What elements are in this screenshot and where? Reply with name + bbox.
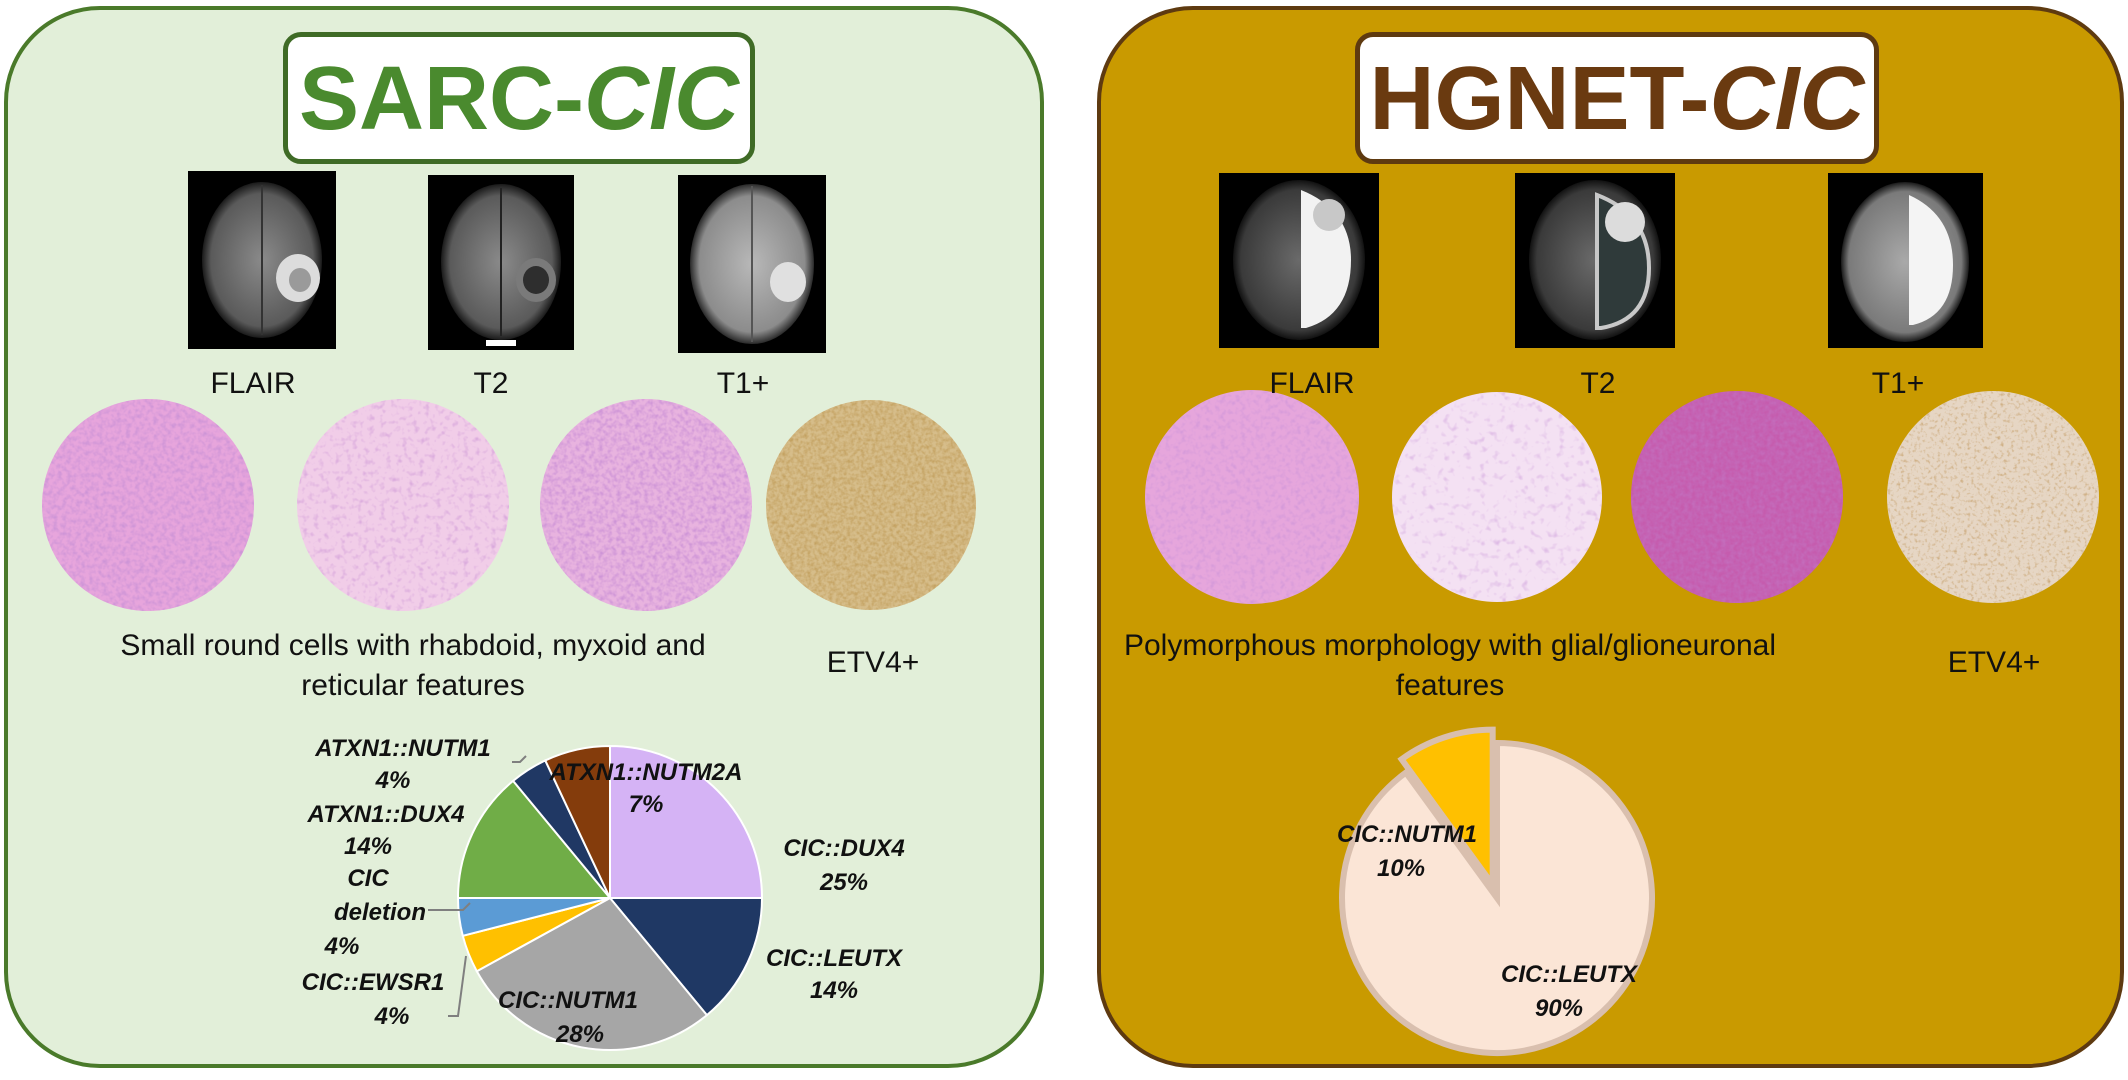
label-cic-leutx-name: CIC::LEUTX [1501,961,1639,988]
label-cic-ewsr1-value: 4% [374,1003,410,1030]
label-cic-leutx-value: 14% [810,977,858,1004]
label-atxn1-dux4-value: 14% [344,833,392,860]
hgnet-cic-title: HGNET-CIC [1355,32,1879,164]
sarc-cic-graphics: ATXN1::NUTM1 4% ATXN1::NUTM2A 7% ATXN1::… [42,171,976,1051]
sarc-cic-title: SARC-CIC [283,32,755,164]
leader-cic-ewsr1 [448,955,467,1017]
histology-he-2 [1392,392,1602,602]
histology-ihc-etv4 [1887,391,2099,603]
morphology-line-2: reticular features [301,669,525,702]
label-cic-dux4-name: CIC::DUX4 [783,835,904,862]
pie-labels-hgnet: CIC::NUTM1 10% CIC::LEUTX 90% [1337,821,1639,1022]
mri-flair-image [188,171,336,349]
pie-slice-atxn1-dux4 [456,779,613,899]
histology-he-1 [1145,390,1359,604]
mri-t1-image [1828,173,1983,348]
title-prefix: HGNET- [1369,49,1710,149]
label-cic-deletion-name-2: deletion [334,899,426,926]
label-cic-nutm1-value: 10% [1377,855,1425,882]
mri-t2-image [1515,173,1675,348]
label-cic-nutm1-name: CIC::NUTM1 [498,987,638,1014]
mri-label-t2: T2 [473,367,509,400]
label-atxn1-nutm1-value: 4% [375,767,411,794]
hgnet-cic-panel: HGNET-CIC [1097,6,2124,1068]
pie-slice-cic-leutx [1339,739,1655,1056]
mri-label-t1: T1+ [1871,367,1925,400]
label-cic-ewsr1-name: CIC::EWSR1 [302,969,445,996]
mri-t1-image [678,175,826,353]
label-atxn1-nutm1-name: ATXN1::NUTM1 [314,735,491,762]
pie-slice-cic-nutm1 [1397,726,1496,894]
label-cic-leutx-value: 90% [1535,995,1583,1022]
morphology-line-2: features [1395,669,1505,702]
leader-atxn1-nutm1 [512,755,527,763]
ihc-label: ETV4+ [826,646,920,679]
histology-he-2 [297,399,509,611]
label-cic-deletion-name-1: CIC [347,865,389,892]
histology-ihc-etv4 [766,400,976,610]
histology-he-3 [540,399,752,611]
pie-leader-lines [428,755,527,1017]
histology-he-3 [1631,391,1843,603]
pie-slice-cic-dux4 [609,744,764,899]
ihc-label: ETV4+ [1947,646,2041,679]
mri-label-flair: FLAIR [1269,367,1355,400]
label-atxn1-nutm2a-value: 7% [629,791,664,818]
label-atxn1-dux4-name: ATXN1::DUX4 [307,801,465,828]
morphology-description: Polymorphous morphology with glial/glion… [1115,626,1785,706]
hgnet-cic-graphics: CIC::NUTM1 10% CIC::LEUTX 90% [1145,173,2099,1056]
pie-slice-atxn1-nutm2a [543,744,611,899]
morphology-description: Small round cells with rhabdoid, myxoid … [48,626,778,706]
mri-t2-image [428,175,574,350]
label-cic-nutm1-value: 28% [555,1021,604,1048]
label-cic-leutx-name: CIC::LEUTX [766,945,904,972]
title-gene: CIC [1709,49,1865,149]
fusion-pie-chart-sarc [456,744,764,1051]
sarc-cic-panel: SARC-CIC [4,6,1044,1068]
label-cic-dux4-value: 25% [819,869,868,896]
morphology-line-1: Polymorphous morphology with glial/glion… [1123,629,1777,662]
fusion-pie-chart-hgnet [1339,726,1655,1056]
label-cic-deletion-value: 4% [324,933,360,960]
mri-label-t2: T2 [1580,367,1616,400]
mri-flair-image [1219,173,1379,348]
mri-label-t1: T1+ [716,367,770,400]
pie-labels-sarc: ATXN1::NUTM1 4% ATXN1::NUTM2A 7% ATXN1::… [302,735,905,1048]
leader-cic-deletion [428,902,471,911]
morphology-line-1: Small round cells with rhabdoid, myxoid … [120,629,706,662]
title-prefix: SARC- [299,49,584,149]
label-atxn1-nutm2a-name: ATXN1::NUTM2A [549,759,743,786]
pie-slice-cic-nutm1 [475,896,709,1051]
histology-he-1 [42,399,254,611]
title-gene: CIC [584,49,739,149]
label-cic-nutm1-name: CIC::NUTM1 [1337,821,1477,848]
pie-slice-cic-leutx [607,897,764,1017]
mri-label-flair: FLAIR [210,367,296,400]
